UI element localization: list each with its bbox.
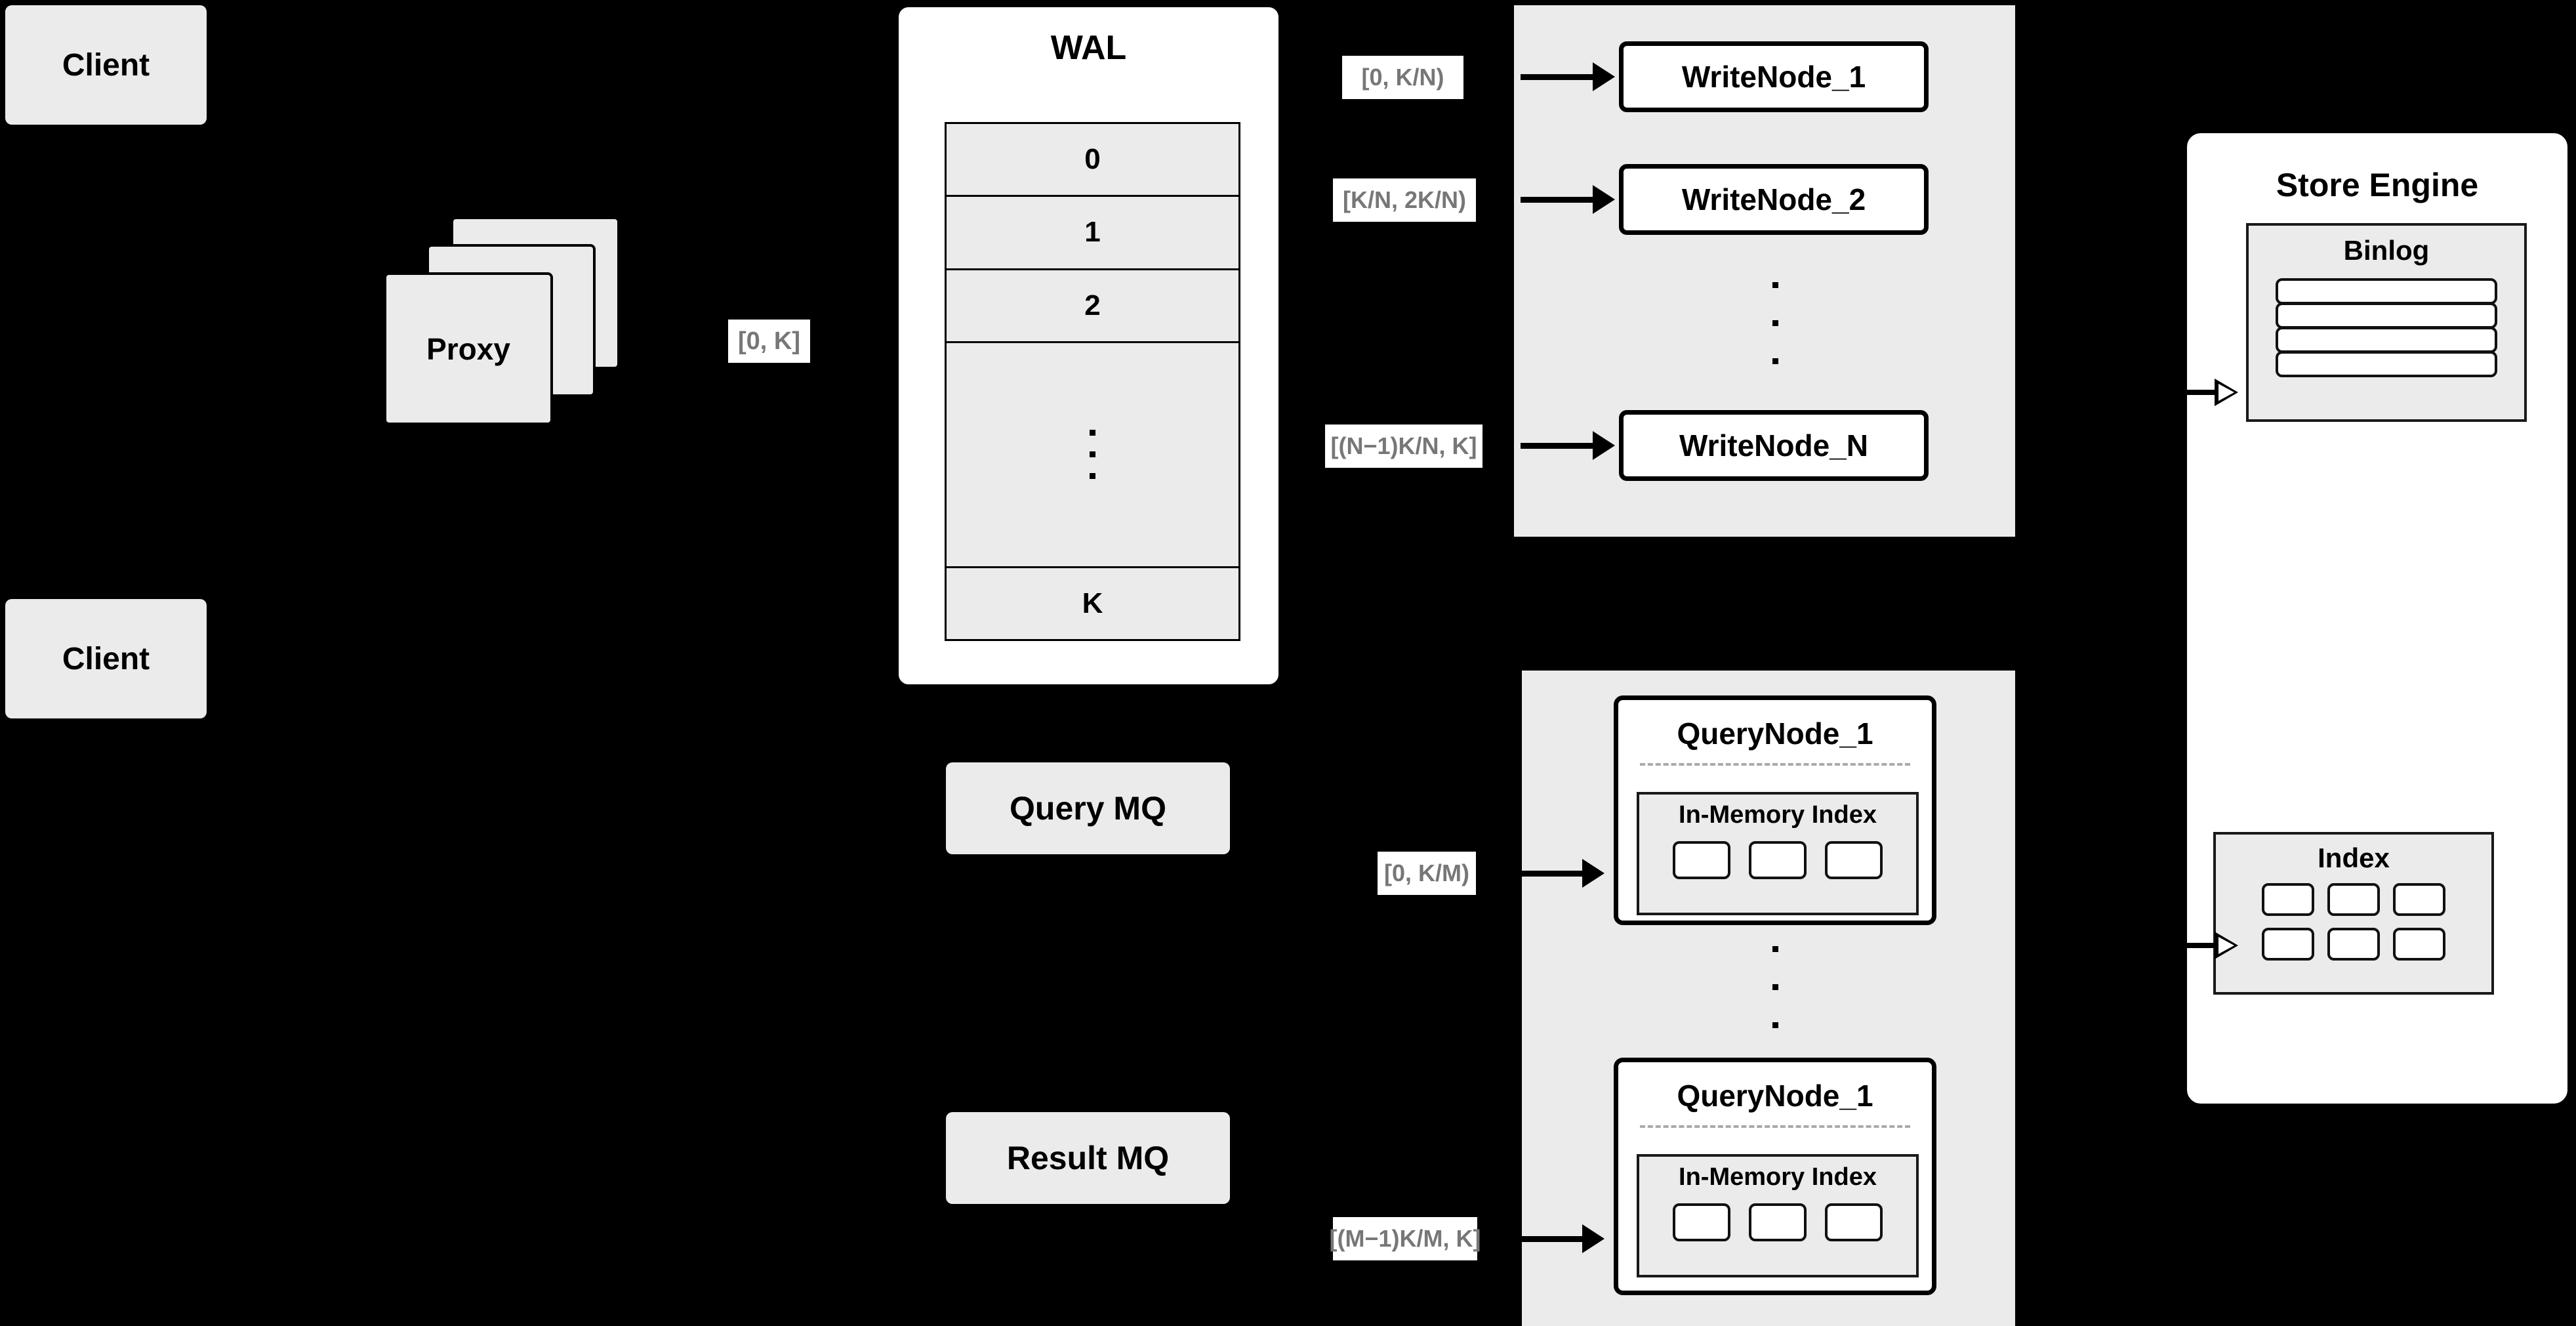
query-mq-label: Query MQ bbox=[1010, 790, 1166, 827]
index-title: Index bbox=[2318, 842, 2390, 873]
wal-table: 0 1 2 K bbox=[945, 122, 1240, 641]
arrow-head-write-node-n bbox=[1593, 431, 1615, 460]
arrow-head-binlog-inner bbox=[2218, 384, 2234, 401]
arrow-to-write-node-2 bbox=[1521, 197, 1597, 203]
arrow-head-index-inner bbox=[2218, 937, 2234, 954]
proxy-range-label: [0, K] bbox=[728, 320, 810, 363]
arrow-head-write-node-1 bbox=[1593, 62, 1615, 91]
index-slot[interactable] bbox=[1673, 841, 1730, 879]
arrow-to-write-node-n bbox=[1521, 443, 1597, 449]
query-node-1-title: QueryNode_1 bbox=[1677, 716, 1873, 751]
ellipsis-dot bbox=[1772, 320, 1778, 326]
wal-row-2[interactable]: 2 bbox=[947, 270, 1238, 343]
arrow-to-binlog bbox=[2186, 390, 2218, 395]
arrow-head-write-node-2 bbox=[1593, 185, 1615, 214]
client-label-1: Client bbox=[62, 47, 150, 83]
write-node-2-label: WriteNode_2 bbox=[1681, 182, 1866, 217]
index-cell[interactable] bbox=[2262, 928, 2314, 961]
query-node-1-separator bbox=[1640, 763, 1910, 766]
write-node-n-label: WriteNode_N bbox=[1679, 428, 1868, 463]
index-cell[interactable] bbox=[2327, 928, 2380, 961]
wal-panel: WAL 0 1 2 K bbox=[897, 5, 1280, 686]
store-engine-panel: Store Engine Binlog Index bbox=[2184, 130, 2571, 1107]
client-box-2[interactable]: Client bbox=[5, 599, 207, 718]
wal-row-label-1: 1 bbox=[1084, 216, 1101, 249]
write-nodes-ellipsis bbox=[1771, 282, 1779, 364]
ellipsis-dot bbox=[1090, 430, 1095, 436]
proxy-label: Proxy bbox=[426, 331, 510, 366]
query-node-1-index-title: In-Memory Index bbox=[1679, 801, 1877, 829]
wal-row-k[interactable]: K bbox=[947, 568, 1238, 639]
result-mq-box[interactable]: Result MQ bbox=[946, 1112, 1230, 1204]
index-slot[interactable] bbox=[1825, 1203, 1883, 1241]
wal-row-label-k: K bbox=[1082, 587, 1103, 619]
write-node-1[interactable]: WriteNode_1 bbox=[1619, 41, 1929, 112]
ellipsis-dot bbox=[1772, 946, 1778, 952]
ellipsis-dot bbox=[1090, 473, 1095, 480]
ellipsis-dot bbox=[1772, 282, 1778, 288]
proxy-box[interactable]: Proxy bbox=[384, 272, 553, 425]
query-node-2-index-title: In-Memory Index bbox=[1679, 1163, 1877, 1191]
write-node-1-label: WriteNode_1 bbox=[1681, 60, 1866, 94]
query-mq-box[interactable]: Query MQ bbox=[946, 762, 1230, 854]
write-node-n-range-text: [(N−1)K/N, K] bbox=[1330, 432, 1477, 459]
wal-row-0[interactable]: 0 bbox=[947, 124, 1238, 197]
ellipsis-dot bbox=[1772, 984, 1778, 990]
query-node-2-separator bbox=[1640, 1125, 1910, 1128]
binlog-row[interactable] bbox=[2276, 351, 2497, 377]
arrow-head-query-node-1 bbox=[1582, 859, 1605, 888]
index-slot[interactable] bbox=[1825, 841, 1883, 879]
query-node-2-range-label: [(M−1)K/M, K] bbox=[1330, 1217, 1481, 1260]
store-engine-title: Store Engine bbox=[2276, 167, 2479, 203]
arrow-to-query-node-2 bbox=[1521, 1236, 1597, 1242]
wal-title: WAL bbox=[1050, 29, 1127, 67]
ellipsis-dot bbox=[1090, 451, 1095, 458]
binlog-title: Binlog bbox=[2343, 235, 2430, 266]
write-node-2[interactable]: WriteNode_2 bbox=[1619, 164, 1929, 235]
write-node-2-range-text: [K/N, 2K/N) bbox=[1343, 186, 1466, 213]
index-slot[interactable] bbox=[1749, 1203, 1807, 1241]
query-node-2-range-text: [(M−1)K/M, K] bbox=[1329, 1225, 1481, 1252]
binlog-row[interactable] bbox=[2276, 302, 2497, 329]
index-slot[interactable] bbox=[1673, 1203, 1730, 1241]
write-node-1-range-label: [0, K/N) bbox=[1342, 56, 1463, 99]
write-node-2-range-label: [K/N, 2K/N) bbox=[1333, 178, 1476, 222]
arrow-head-query-node-2 bbox=[1582, 1224, 1605, 1253]
ellipsis-dot bbox=[1772, 1022, 1778, 1028]
query-node-1-inmemory-index: In-Memory Index bbox=[1637, 792, 1919, 915]
query-node-1-range-label: [0, K/M) bbox=[1378, 852, 1476, 895]
query-node-2[interactable]: QueryNode_1 In-Memory Index bbox=[1614, 1058, 1936, 1295]
wal-row-1[interactable]: 1 bbox=[947, 197, 1238, 270]
arrow-to-write-node-1 bbox=[1521, 74, 1597, 80]
index-slot[interactable] bbox=[1749, 841, 1807, 879]
wal-row-label-2: 2 bbox=[1084, 289, 1101, 321]
binlog-row[interactable] bbox=[2276, 327, 2497, 353]
index-panel: Index bbox=[2213, 832, 2494, 995]
query-nodes-ellipsis bbox=[1771, 946, 1779, 1028]
arrow-to-index bbox=[2186, 943, 2218, 948]
write-node-n-range-label: [(N−1)K/N, K] bbox=[1325, 425, 1482, 468]
query-node-1-range-text: [0, K/M) bbox=[1384, 860, 1469, 886]
ellipsis-dot bbox=[1772, 358, 1778, 364]
binlog-panel: Binlog bbox=[2246, 223, 2527, 422]
query-node-2-title: QueryNode_1 bbox=[1677, 1079, 1873, 1113]
index-cell[interactable] bbox=[2327, 883, 2380, 916]
client-box-1[interactable]: Client bbox=[5, 5, 207, 125]
client-label-2: Client bbox=[62, 641, 150, 676]
index-cell[interactable] bbox=[2262, 883, 2314, 916]
wal-row-ellipsis bbox=[947, 342, 1238, 568]
wal-row-label-0: 0 bbox=[1084, 143, 1101, 176]
write-node-n[interactable]: WriteNode_N bbox=[1619, 410, 1929, 481]
result-mq-label: Result MQ bbox=[1006, 1140, 1170, 1176]
proxy-stack[interactable]: Proxy bbox=[384, 217, 659, 426]
binlog-row[interactable] bbox=[2276, 278, 2497, 304]
write-node-1-range-text: [0, K/N) bbox=[1361, 64, 1444, 91]
index-cell[interactable] bbox=[2393, 883, 2445, 916]
query-node-1[interactable]: QueryNode_1 In-Memory Index bbox=[1614, 695, 1936, 925]
query-node-2-inmemory-index: In-Memory Index bbox=[1637, 1154, 1919, 1277]
proxy-range-text: [0, K] bbox=[738, 327, 800, 355]
index-cell[interactable] bbox=[2393, 928, 2445, 961]
arrow-to-query-node-1 bbox=[1521, 871, 1597, 877]
